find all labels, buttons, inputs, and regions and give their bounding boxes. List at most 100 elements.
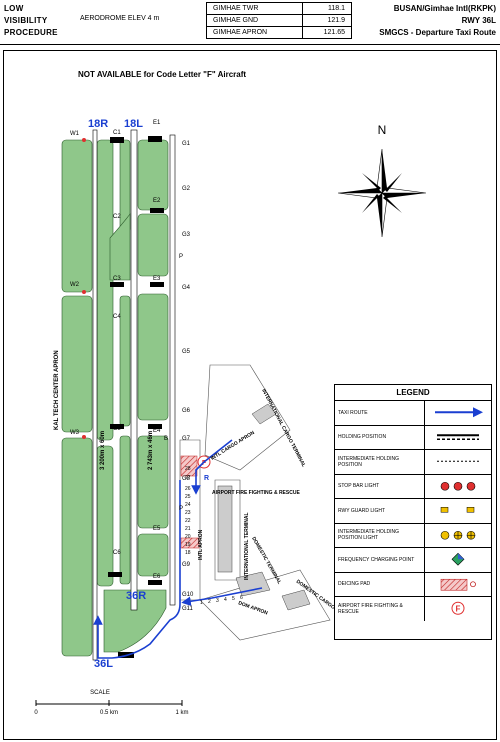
stand-18: 18	[185, 550, 191, 556]
freq-value: 121.65	[301, 26, 353, 39]
parallel-taxiway-g	[169, 134, 176, 606]
stand-19: 19	[185, 542, 191, 548]
procedure-line-2: VISIBILITY	[4, 16, 48, 25]
holding-e4	[148, 424, 162, 429]
grass-w-mid	[61, 295, 93, 433]
intl-cargo-outline	[204, 364, 291, 471]
taxiway-w1-label: W1	[70, 131, 80, 137]
taxi-route-domestic	[181, 587, 263, 607]
grass-south-loop	[103, 589, 167, 653]
taxiway-e4-label: E4	[153, 428, 161, 434]
taxiway-g10-label: G10	[182, 592, 194, 598]
grass-e-4	[137, 435, 169, 529]
legend-row: AIRPORT FIRE FIGHTING & RESCUE F	[335, 597, 491, 621]
deicing-pad-north	[180, 455, 198, 477]
holding-line-icon	[437, 433, 479, 440]
holding-c5	[110, 424, 124, 429]
holding-e2	[150, 208, 164, 213]
taxiway-c1-label: C1	[113, 130, 121, 136]
dom-apron-label: DOM APRON	[237, 600, 268, 616]
legend-row: INTERMEDIATE HOLDING POSITION	[335, 450, 491, 475]
taxiway-g7-label: G7	[182, 436, 191, 442]
legend-label: RWY GUARD LIGHT	[338, 499, 425, 523]
legend-row: STOP BAR LIGHT	[335, 474, 491, 499]
taxiway-b-label: B	[164, 436, 168, 442]
stop-bar-icon	[440, 481, 476, 491]
intl-cargo-terminal-label: INTERNATIONAL CARGO TERMINAL	[260, 388, 306, 468]
arrow-icon	[435, 407, 483, 418]
procedure-line-3: PROCEDURE	[4, 28, 58, 37]
grass-e-5	[137, 533, 169, 577]
scale-bar: SCALE 0 0.5 km 1 km	[34, 690, 188, 716]
intl-terminal-building	[217, 485, 233, 573]
airport-name: BUSAN/Gimhae Intl(RKPK)	[393, 4, 496, 13]
runway-18r-label: 18R	[88, 118, 109, 130]
grass-c-mid	[119, 295, 131, 427]
taxiway-c3-label: C3	[113, 276, 121, 282]
compass-rose	[337, 148, 427, 238]
legend-label: TAXI ROUTE	[338, 401, 425, 425]
holding-c6	[108, 572, 122, 577]
stand-dom-4: 4	[224, 597, 227, 603]
holding-e3	[150, 282, 164, 287]
legend-label: AIRPORT FIRE FIGHTING & RESCUE	[338, 597, 425, 621]
grass-c-strip	[96, 139, 114, 441]
legend: LEGEND TAXI ROUTE HOLDING POSITION INTER…	[334, 384, 492, 640]
taxiway-g9-label: G9	[182, 562, 191, 568]
holding-e6	[148, 580, 162, 585]
stand-dom-6: 6	[240, 595, 243, 601]
grass-c-south	[119, 435, 131, 585]
taxiway-r-label: R	[204, 475, 209, 482]
diamond-icon	[451, 552, 465, 566]
taxiway-g6-label: G6	[182, 408, 191, 414]
legend-row: RWY GUARD LIGHT	[335, 499, 491, 524]
taxiway-g3-label: G3	[182, 232, 191, 238]
stand-dom-3: 3	[216, 598, 219, 604]
runway-18r-36l	[92, 129, 98, 661]
stand-28: 28	[185, 466, 191, 472]
taxiway-e3-label: E3	[153, 276, 161, 282]
stand-22: 22	[185, 518, 191, 524]
stand-dom-1: 1	[200, 600, 203, 606]
taxiway-c2-label: C2	[113, 214, 121, 220]
holding-e1	[148, 136, 162, 142]
map-frame	[3, 50, 497, 740]
taxiway-e6-label: E6	[153, 574, 161, 580]
taxiway-w3-label: W3	[70, 430, 80, 436]
runway-18l-36r	[130, 129, 138, 611]
stop-bar-w2	[82, 290, 86, 294]
fire-icon: F	[451, 601, 465, 615]
grass-e-2	[137, 213, 169, 277]
stand-24: 24	[185, 502, 191, 508]
fire-label: AIRPORT FIRE FIGHTING & RESCUE	[212, 490, 300, 496]
taxiway-g2-label: G2	[182, 186, 191, 192]
guard-light-icon	[440, 507, 475, 513]
intl-terminal-label: INTERNATIONAL TERMINAL	[244, 512, 250, 580]
taxiway-e2-label: E2	[153, 198, 161, 204]
stop-bar-w3	[82, 435, 86, 439]
notice-text: NOT AVAILABLE for Code Letter "F" Aircra…	[78, 70, 247, 79]
cargo-terminal-building	[281, 589, 311, 611]
taxiway-c4-label: C4	[113, 314, 121, 320]
stand-27: 27	[185, 475, 191, 481]
runway-west-length: 3 200m x 60m	[100, 431, 106, 470]
intl-apron-label: INTL APRON	[198, 529, 204, 560]
stand-21: 21	[185, 526, 191, 532]
grass-e-3	[137, 293, 169, 421]
chart-title: SMGCS - Departure Taxi Route	[379, 28, 496, 37]
legend-row: HOLDING POSITION	[335, 425, 491, 450]
taxiway-e1-label: E1	[153, 120, 161, 126]
freq-name: GIMHAE APRON	[206, 26, 303, 39]
domestic-terminal-building	[235, 571, 271, 597]
chart-header: LOW VISIBILITY PROCEDURE AERODROME ELEV …	[0, 0, 500, 45]
taxiway-e5-label: E5	[153, 526, 161, 532]
legend-label: FREQUENCY CHARGING POINT	[338, 548, 425, 572]
taxiway-p-label-north: P	[179, 254, 183, 260]
fire-station-letter: F	[202, 460, 207, 467]
grass-c-wedge	[109, 213, 131, 281]
scale-label-1: 1 km	[175, 710, 188, 716]
